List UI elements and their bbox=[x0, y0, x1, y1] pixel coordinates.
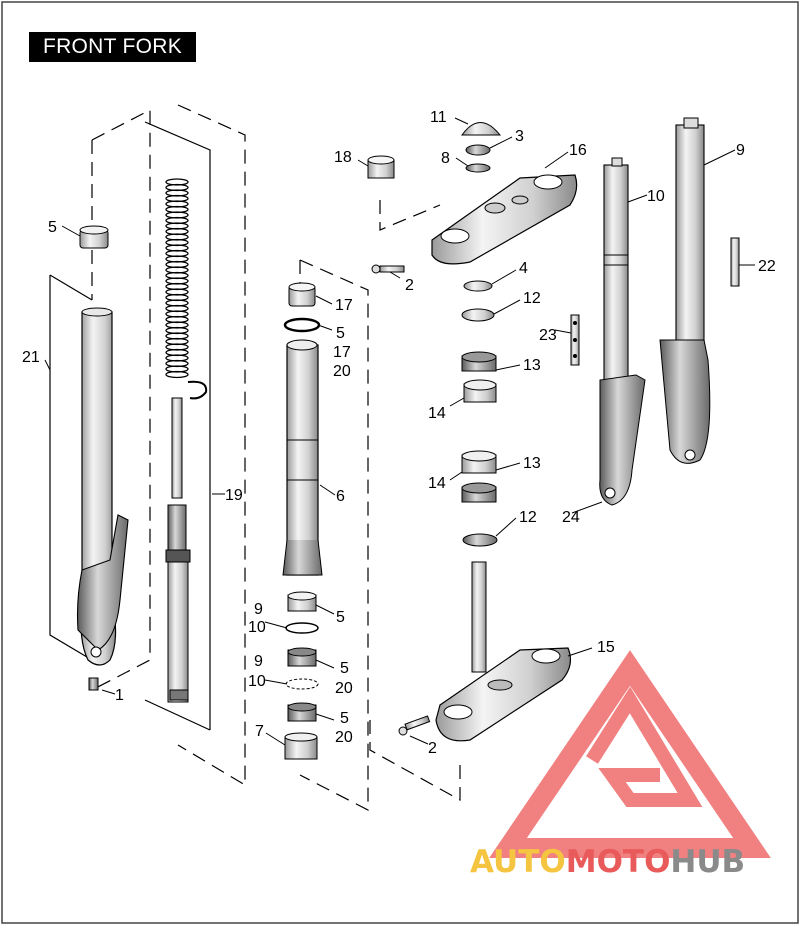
callout-18: 18 bbox=[334, 149, 352, 166]
callout-12: 12 bbox=[523, 290, 541, 307]
callout-20: 20 bbox=[335, 729, 353, 746]
fork-slider-left bbox=[76, 307, 129, 666]
watermark-auto: AUTOMOTOHUB bbox=[470, 844, 745, 880]
callout-16: 16 bbox=[569, 142, 587, 159]
callout-5: 5 bbox=[340, 710, 349, 727]
fork-spring bbox=[165, 178, 189, 380]
callout-7: 7 bbox=[255, 723, 264, 740]
callout-20: 20 bbox=[333, 363, 351, 380]
washer-10a bbox=[285, 622, 319, 634]
clip-10b bbox=[285, 678, 319, 690]
drain-screw bbox=[88, 677, 99, 691]
callout-9: 9 bbox=[254, 601, 263, 618]
upper-triple-clamp bbox=[431, 174, 578, 265]
callout-9: 9 bbox=[254, 653, 263, 670]
seal-5a bbox=[287, 647, 317, 667]
callout-20: 20 bbox=[335, 680, 353, 697]
callout-1: 1 bbox=[115, 687, 124, 704]
pinch-bolt-lower bbox=[398, 715, 431, 736]
lower-triple-clamp bbox=[435, 561, 572, 742]
seal-5b bbox=[287, 702, 317, 722]
callout-6: 6 bbox=[336, 488, 345, 505]
callout-2: 2 bbox=[405, 277, 414, 294]
callout-21: 21 bbox=[22, 349, 40, 366]
callout-9: 9 bbox=[736, 142, 745, 159]
bearing-13a bbox=[461, 351, 497, 372]
callout-17: 17 bbox=[333, 344, 351, 361]
callout-13: 13 bbox=[523, 357, 541, 374]
callout-5: 5 bbox=[340, 660, 349, 677]
reflector-22 bbox=[730, 237, 740, 287]
callout-23: 23 bbox=[539, 327, 557, 344]
fork-tube-6 bbox=[282, 339, 323, 576]
callout-13: 13 bbox=[523, 455, 541, 472]
callout-10: 10 bbox=[248, 673, 266, 690]
washer-8 bbox=[465, 163, 491, 173]
callout-8: 8 bbox=[441, 150, 450, 167]
page-title: FRONT FORK bbox=[29, 32, 196, 62]
callout-2: 2 bbox=[428, 740, 437, 757]
bracket-lines bbox=[49, 121, 211, 731]
washer-4 bbox=[463, 280, 493, 292]
callout-5: 5 bbox=[336, 609, 345, 626]
fork-assembly-10 bbox=[599, 157, 646, 506]
spacer-7 bbox=[284, 732, 318, 760]
callout-15: 15 bbox=[597, 639, 615, 656]
damper-rod bbox=[165, 380, 208, 703]
callout-24: 24 bbox=[562, 509, 580, 526]
bushing-mid bbox=[287, 591, 317, 612]
race-14b bbox=[461, 450, 497, 474]
guide-lines bbox=[91, 104, 461, 811]
callout-5: 5 bbox=[48, 219, 57, 236]
seal-12b bbox=[462, 533, 498, 547]
callout-17: 17 bbox=[335, 297, 353, 314]
callout-11: 11 bbox=[430, 109, 447, 126]
seal-12a bbox=[461, 308, 495, 322]
fork-assembly-9 bbox=[659, 117, 711, 464]
callout-14: 14 bbox=[428, 405, 446, 422]
spacer-18 bbox=[367, 155, 395, 179]
cap-17 bbox=[288, 282, 316, 307]
callout-19: 19 bbox=[225, 487, 243, 504]
nut-3 bbox=[465, 144, 491, 156]
leader-lines bbox=[44, 117, 755, 746]
bearing-13b bbox=[461, 482, 497, 503]
callout-22: 22 bbox=[758, 258, 776, 275]
spring-coil bbox=[165, 370, 189, 379]
callout-10: 10 bbox=[248, 619, 266, 636]
bushing-left bbox=[79, 225, 109, 249]
callout-5: 5 bbox=[336, 325, 345, 342]
cap-nut-11 bbox=[461, 122, 502, 136]
callout-3: 3 bbox=[515, 128, 524, 145]
callout-4: 4 bbox=[519, 260, 528, 277]
callout-14: 14 bbox=[428, 475, 446, 492]
callouts: 21 5 1 19 17 5 17 20 6 9 10 5 9 10 5 20 … bbox=[22, 109, 776, 757]
callout-10: 10 bbox=[647, 188, 665, 205]
callout-12: 12 bbox=[519, 509, 537, 526]
watermark-logo bbox=[489, 650, 771, 858]
o-ring bbox=[283, 317, 321, 333]
race-14a bbox=[463, 379, 497, 403]
pinch-bolt-upper bbox=[371, 264, 405, 274]
bracket-23 bbox=[570, 314, 580, 366]
